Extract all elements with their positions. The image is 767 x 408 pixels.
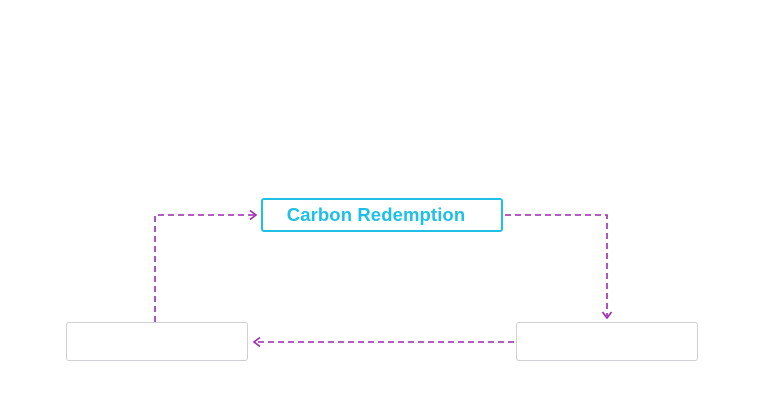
arrowhead-left bbox=[252, 336, 261, 348]
right-node[interactable] bbox=[516, 322, 698, 361]
title-node[interactable]: Carbon Redemption bbox=[261, 198, 503, 232]
connector-left-to-title bbox=[154, 214, 254, 322]
connector-title-to-right bbox=[505, 214, 608, 316]
arrowhead-down bbox=[601, 311, 613, 320]
left-node[interactable] bbox=[66, 322, 248, 361]
title-node-label: Carbon Redemption bbox=[286, 204, 466, 225]
arrowhead-right bbox=[249, 209, 258, 221]
